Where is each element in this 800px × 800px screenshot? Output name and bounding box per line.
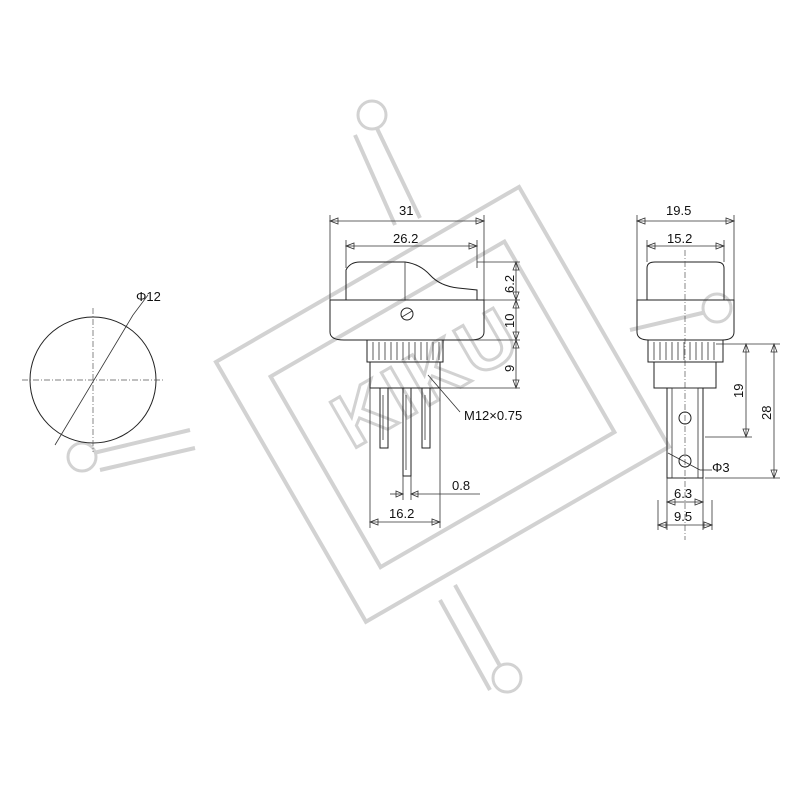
dim-depth-19: 19 [731, 384, 746, 398]
dim-rocker-width: 26.2 [393, 231, 418, 246]
dim-side-rocker-width: 15.2 [667, 231, 692, 246]
main-view: 31 26.2 6.2 10 9 [328, 203, 522, 528]
dim-front-round: Φ12 [136, 289, 161, 304]
dim-tab-width: 6.3 [674, 486, 692, 501]
dim-thread: M12×0.75 [464, 408, 522, 423]
dim-hole: Φ3 [712, 460, 730, 475]
dim-overall-width: 31 [399, 203, 413, 218]
watermark: KIKU [66, 99, 733, 694]
dim-terminal-thickness: 0.8 [452, 478, 470, 493]
side-view: 19.5 15.2 Φ3 [635, 203, 780, 540]
dim-bezel-height: 10 [502, 314, 517, 328]
dim-tab-outer: 9.5 [674, 509, 692, 524]
dim-terminal-span: 16.2 [389, 506, 414, 521]
front-view: Φ12 [22, 289, 165, 452]
dim-bushing-height: 9 [502, 365, 517, 372]
dim-side-width: 19.5 [666, 203, 691, 218]
dim-depth-28: 28 [759, 406, 774, 420]
dim-rocker-height: 6.2 [502, 275, 517, 293]
